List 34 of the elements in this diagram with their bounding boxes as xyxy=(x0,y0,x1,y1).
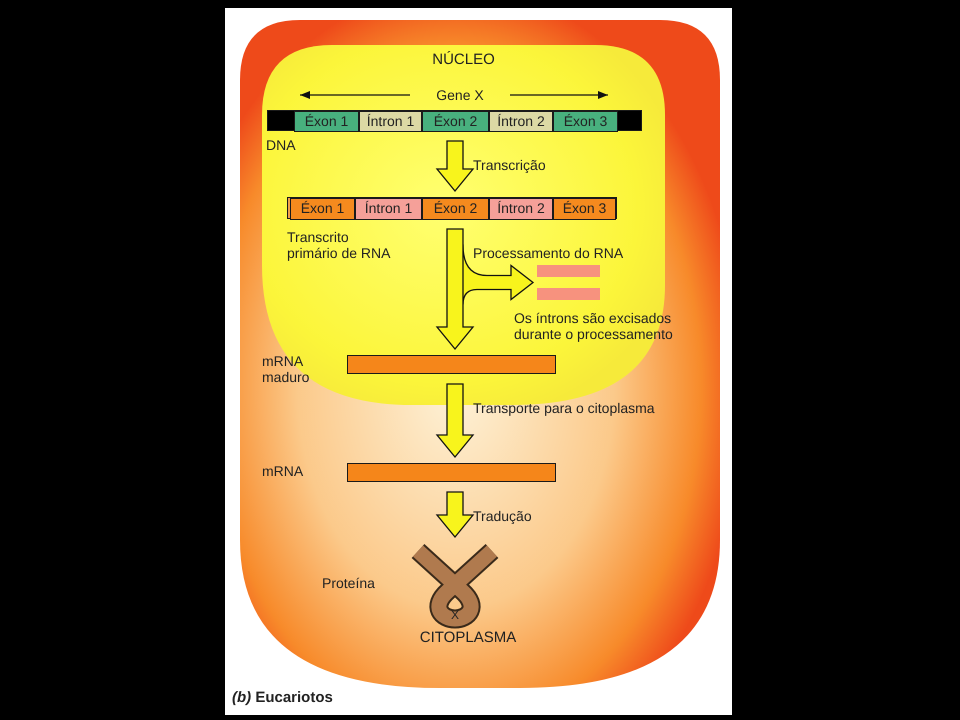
block-arrow xyxy=(436,491,474,538)
node-caption: Os íntrons são excisados durante o processamento xyxy=(514,310,674,342)
block-arrow xyxy=(436,383,474,458)
exon-segment: Éxon 1 xyxy=(290,198,355,220)
node-caption: mRNA maduro xyxy=(262,353,310,385)
node-caption: DNA xyxy=(266,137,297,153)
dna-bar xyxy=(267,110,642,131)
edge-label: Tradução xyxy=(473,508,532,524)
node-caption: Transcrito primário de RNA xyxy=(287,229,392,261)
edge-label: Processamento do RNA xyxy=(473,245,624,261)
exon-segment: Éxon 3 xyxy=(553,198,616,220)
intron-piece xyxy=(537,265,600,277)
mrna-bar xyxy=(347,355,556,374)
intron-segment: Íntron 2 xyxy=(489,111,553,132)
exon-segment: Éxon 2 xyxy=(422,198,489,220)
edge-label: Transporte para o citoplasma xyxy=(473,400,655,416)
exon-segment: Éxon 3 xyxy=(553,111,618,132)
intron-piece xyxy=(537,288,600,300)
intron-segment: Íntron 1 xyxy=(359,111,422,132)
rna-transcript-bar xyxy=(287,197,617,219)
exon-segment: Éxon 2 xyxy=(422,111,489,132)
intron-segment: Íntron 2 xyxy=(489,198,553,220)
block-arrow xyxy=(436,140,474,192)
figure-caption: (b) Eucariotos xyxy=(232,690,333,706)
edge-label: Transcrição xyxy=(473,157,546,173)
intron-segment: Íntron 1 xyxy=(355,198,422,220)
block-arrow xyxy=(436,228,474,350)
node-caption: mRNA xyxy=(262,463,304,479)
region-label: NÚCLEO xyxy=(431,52,496,68)
mrna-bar xyxy=(347,463,556,482)
exon-segment: Éxon 1 xyxy=(294,111,359,132)
node-caption: Proteína xyxy=(322,575,376,591)
region-label: CITOPLASMA xyxy=(418,630,518,646)
gene-label: Gene X xyxy=(435,87,485,103)
